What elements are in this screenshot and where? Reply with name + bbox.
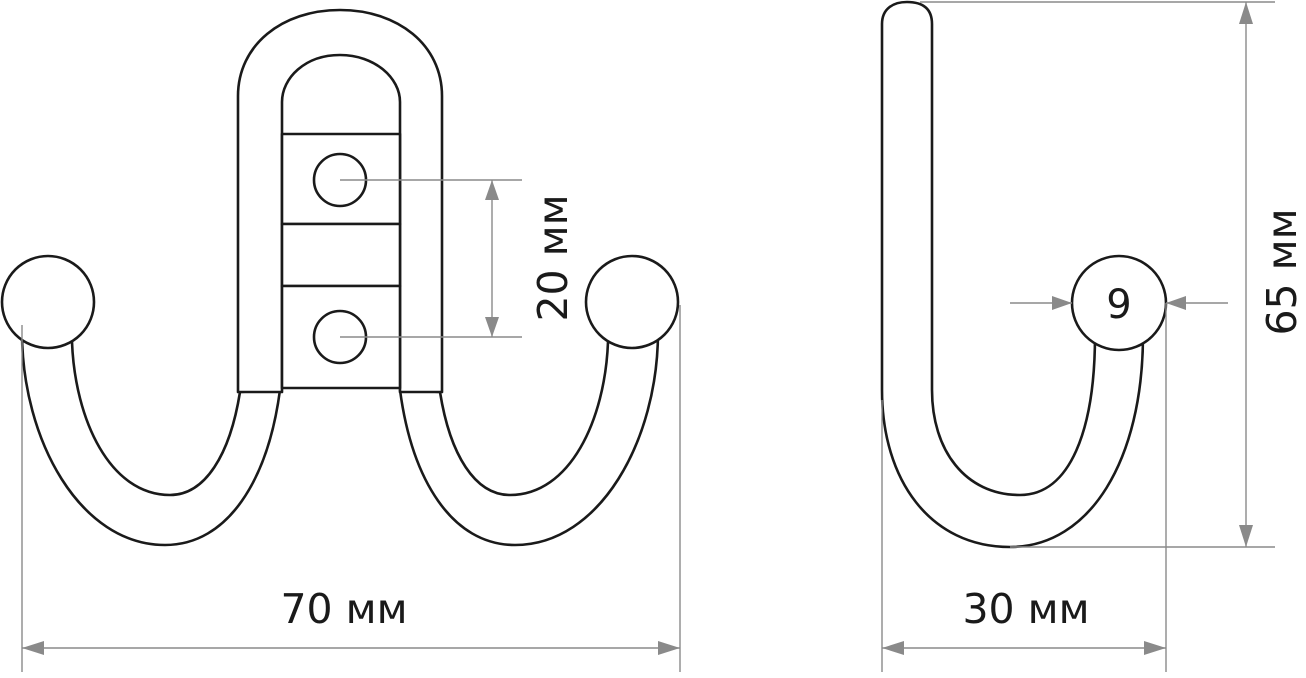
arrowhead — [1166, 296, 1186, 310]
height-label: 65 мм — [1258, 208, 1306, 335]
width-dimension: 70 мм — [21, 305, 681, 672]
depth-label: 30 мм — [962, 585, 1089, 633]
height-dimension: 65 мм — [920, 1, 1306, 548]
left-ball-tip — [0, 254, 96, 350]
arrowhead — [1144, 641, 1166, 655]
arrowhead — [22, 641, 44, 655]
front-view: 20 мм 70 мм — [0, 8, 681, 672]
arrowhead — [1239, 2, 1253, 24]
side-hook-profile — [880, 0, 1145, 549]
arrowhead — [658, 641, 680, 655]
ball-diameter-dimension — [1010, 296, 1228, 310]
left-hook-arm — [20, 330, 282, 547]
arrowhead — [485, 180, 499, 200]
side-view: 9 65 мм 30 мм — [880, 0, 1306, 672]
arrowhead — [485, 317, 499, 337]
hole-spacing-label: 20 мм — [529, 194, 577, 321]
hole-spacing-dimension: 20 мм — [340, 179, 577, 338]
arrowhead — [1052, 296, 1072, 310]
ball-diameter-label: 9 — [1106, 282, 1131, 328]
right-ball-tip — [584, 254, 680, 350]
depth-dimension: 30 мм — [881, 303, 1167, 672]
width-label: 70 мм — [280, 585, 407, 633]
plate-middle-section — [280, 222, 402, 288]
arrowhead — [1239, 525, 1253, 547]
mounting-plate — [280, 132, 402, 390]
arrowhead — [882, 641, 904, 655]
right-hook-arm — [398, 330, 660, 547]
